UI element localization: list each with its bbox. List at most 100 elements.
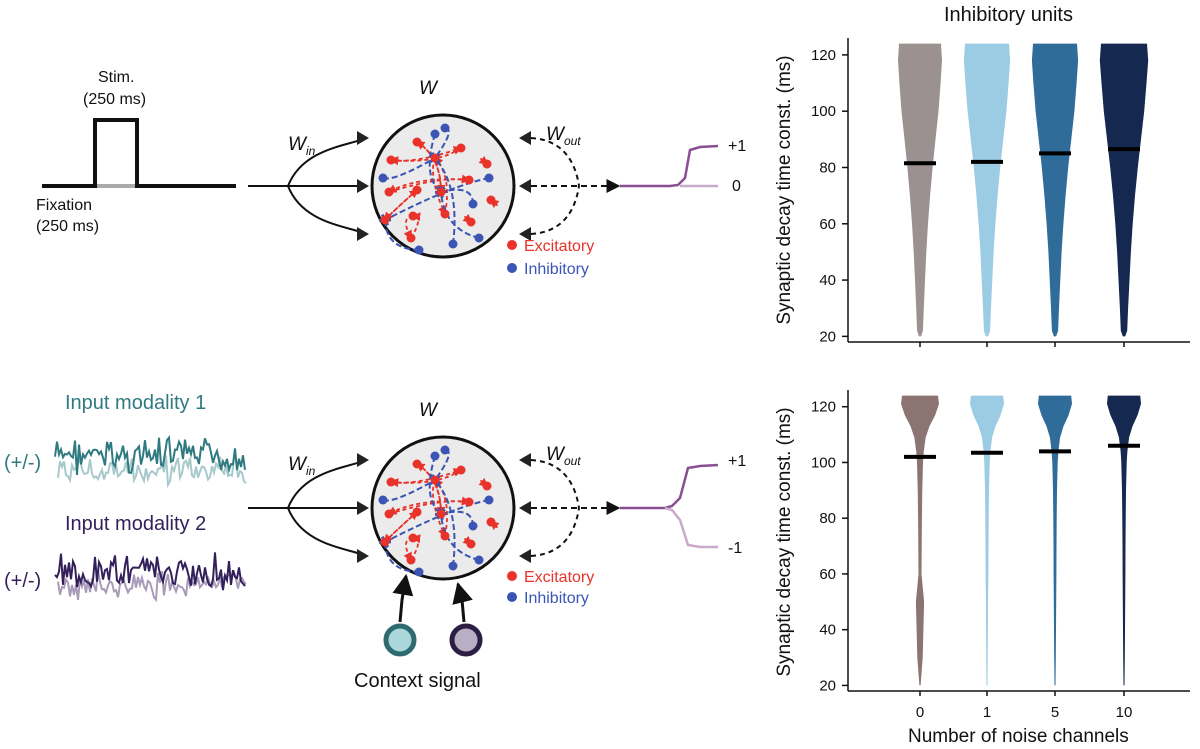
context-node-1 <box>383 623 417 657</box>
excitatory-unit <box>406 233 416 243</box>
excitatory-unit <box>466 539 476 549</box>
legend-excitatory: Excitatory <box>524 238 594 255</box>
y-tick-label: 100 <box>811 454 836 471</box>
output-trace-bottom: +1 -1 <box>620 453 746 557</box>
inhibitory-unit <box>474 233 484 243</box>
inhibitory-unit <box>414 567 424 577</box>
output-branch <box>530 507 580 557</box>
output-synapse <box>519 501 531 515</box>
excitatory-unit <box>436 509 446 519</box>
output-synapse <box>519 179 531 193</box>
y-tick-label: 120 <box>811 47 836 64</box>
legend-bottom: Excitatory Inhibitory <box>507 569 594 607</box>
excitatory-unit <box>386 477 396 487</box>
inhibitory-unit <box>430 129 440 139</box>
excitatory-connection <box>390 468 463 484</box>
violin-0 <box>901 395 939 686</box>
inhibitory-connection <box>378 540 420 573</box>
output-synapse <box>519 227 531 241</box>
input-branch <box>287 185 367 235</box>
x-axis-label: Number of noise channels <box>908 726 1129 747</box>
y-tick-label: 40 <box>819 272 836 289</box>
y-tick-label: 60 <box>819 566 836 583</box>
context-label: Context signal <box>354 670 481 692</box>
excitatory-unit <box>482 481 492 491</box>
inhibitory-connection <box>434 512 480 561</box>
inhibitory-unit <box>448 561 458 571</box>
excitatory-unit <box>408 211 418 221</box>
excitatory-unit <box>456 143 466 153</box>
fixation-label: Fixation <box>36 197 92 214</box>
output-plus-one-bottom: +1 <box>728 453 746 470</box>
excitatory-unit <box>430 153 440 163</box>
violin-5 <box>1038 395 1072 686</box>
excitatory-unit <box>384 187 394 197</box>
excitatory-unit <box>466 217 476 227</box>
excitatory-unit <box>486 195 496 205</box>
excitatory-unit <box>436 187 446 197</box>
input-synapse <box>357 549 369 563</box>
violin-5 <box>1031 43 1079 337</box>
inhibitory-unit <box>440 445 450 455</box>
x-tick-label: 0 <box>916 704 924 721</box>
violin-0 <box>898 43 942 337</box>
input-synapse <box>357 227 369 241</box>
excitatory-unit <box>464 175 474 185</box>
output-trace-top: +1 0 <box>620 138 746 195</box>
violin-chart-top: Inhibitory units Synaptic decay time con… <box>774 4 1190 347</box>
modality1-sign: (+/-) <box>4 452 41 474</box>
violin-1 <box>970 395 1004 686</box>
excitatory-unit <box>412 507 422 517</box>
x-tick-label: 5 <box>1051 704 1059 721</box>
output-branch <box>530 185 580 235</box>
legend-top: Excitatory Inhibitory <box>507 238 594 278</box>
output-synapse <box>519 549 531 563</box>
modality1-label: Input modality 1 <box>65 392 206 414</box>
excitatory-unit <box>380 537 390 547</box>
y-tick-label: 40 <box>819 622 836 639</box>
output-zero: 0 <box>732 178 741 195</box>
input-synapse <box>357 131 369 145</box>
excitatory-connection <box>388 174 471 193</box>
rnn-network-top <box>248 113 621 259</box>
fixation-duration: (250 ms) <box>36 218 99 235</box>
network-boundary <box>370 435 516 581</box>
y-tick-label: 100 <box>811 103 836 120</box>
y-tick-label: 60 <box>819 216 836 233</box>
w-out-label-bottom: Wout <box>546 444 581 468</box>
inhibitory-unit <box>378 495 388 505</box>
violin-10 <box>1107 395 1141 686</box>
output-synapse <box>519 131 531 145</box>
modality1-noise-light <box>57 455 247 489</box>
w-recurrent-label: W <box>419 78 439 99</box>
timing-diagram: Stim. (250 ms) Fixation (250 ms) <box>36 69 236 235</box>
inhibitory-dot <box>507 263 517 273</box>
excitatory-unit <box>380 215 390 225</box>
excitatory-unit <box>486 517 496 527</box>
input-synapse <box>357 501 369 515</box>
timing-trace <box>42 118 236 188</box>
excitatory-unit <box>412 185 422 195</box>
excitatory-connection <box>387 178 470 193</box>
excitatory-connection <box>388 496 471 515</box>
excitatory-unit <box>440 531 450 541</box>
output-branch <box>530 459 580 509</box>
inhibitory-dot <box>507 592 517 602</box>
excitatory-connection <box>390 146 463 162</box>
y-axis-label: Synaptic decay time const. (ms) <box>774 55 795 324</box>
excitatory-connection <box>387 500 470 515</box>
context-node-2 <box>449 623 483 657</box>
violin-1 <box>963 43 1011 337</box>
excitatory-unit <box>456 465 466 475</box>
legend-inhibitory: Inhibitory <box>524 261 589 278</box>
x-tick-label: 10 <box>1116 704 1133 721</box>
inhibitory-connection <box>378 218 420 251</box>
excitatory-unit <box>440 209 450 219</box>
excitatory-dot <box>507 240 517 250</box>
network-boundary <box>370 113 516 259</box>
inhibitory-unit <box>430 451 440 461</box>
input-synapse <box>357 179 369 193</box>
w-in-label-bottom: Win <box>288 454 316 478</box>
